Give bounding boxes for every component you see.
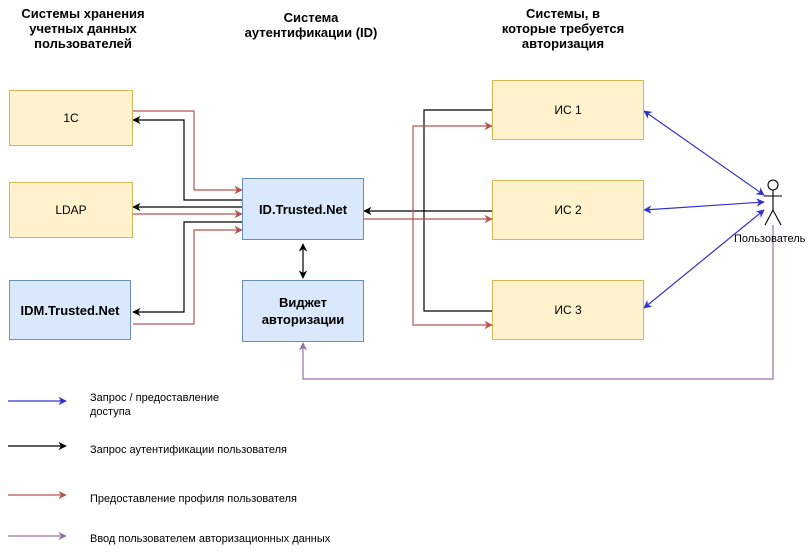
profile-arrow-1c — [133, 110, 243, 195]
access-arrow-is1 — [643, 110, 765, 196]
profile-arrow-is3 — [412, 219, 493, 330]
legend-access-label: Запрос / предоставление доступа — [90, 392, 220, 418]
user-icon — [764, 179, 782, 226]
node-id-trusted-net: ID.Trusted.Net — [242, 178, 364, 240]
profile-arrow-is1 — [364, 121, 493, 220]
auth-arrow-idm — [132, 221, 242, 317]
node-1c: 1С — [9, 90, 133, 146]
node-is2: ИС 2 — [492, 180, 644, 240]
node-idm: IDM.Trusted.Net — [9, 280, 131, 340]
target-systems-header: Системы, в которые требуется авторизация — [501, 6, 625, 51]
node-is1: ИС 1 — [492, 80, 644, 140]
legend-input-label: Ввод пользователем авторизационных данны… — [90, 533, 331, 545]
node-auth-widget: Виджет авторизации — [242, 280, 364, 342]
profile-arrow-idm — [133, 225, 243, 325]
auth-arrow-is1 — [423, 109, 492, 211]
node-is3: ИС 3 — [492, 280, 644, 340]
auth-arrow-1c — [132, 115, 242, 201]
access-arrow-is2 — [643, 198, 765, 214]
user-label: Пользователь — [734, 233, 806, 245]
access-arrow-is3 — [643, 209, 765, 309]
node-ldap: LDAP — [9, 182, 133, 238]
legend-auth-label: Запрос аутентификации пользователя — [90, 444, 287, 456]
storage-systems-header: Системы хранения учетных данных пользова… — [21, 6, 145, 51]
auth-arrow-is3 — [423, 211, 492, 312]
legend-profile-label: Предоставление профиля пользователя — [90, 493, 297, 505]
input-arrow-widget — [298, 225, 774, 380]
auth-system-header: Система аутентификации (ID) — [244, 10, 378, 40]
